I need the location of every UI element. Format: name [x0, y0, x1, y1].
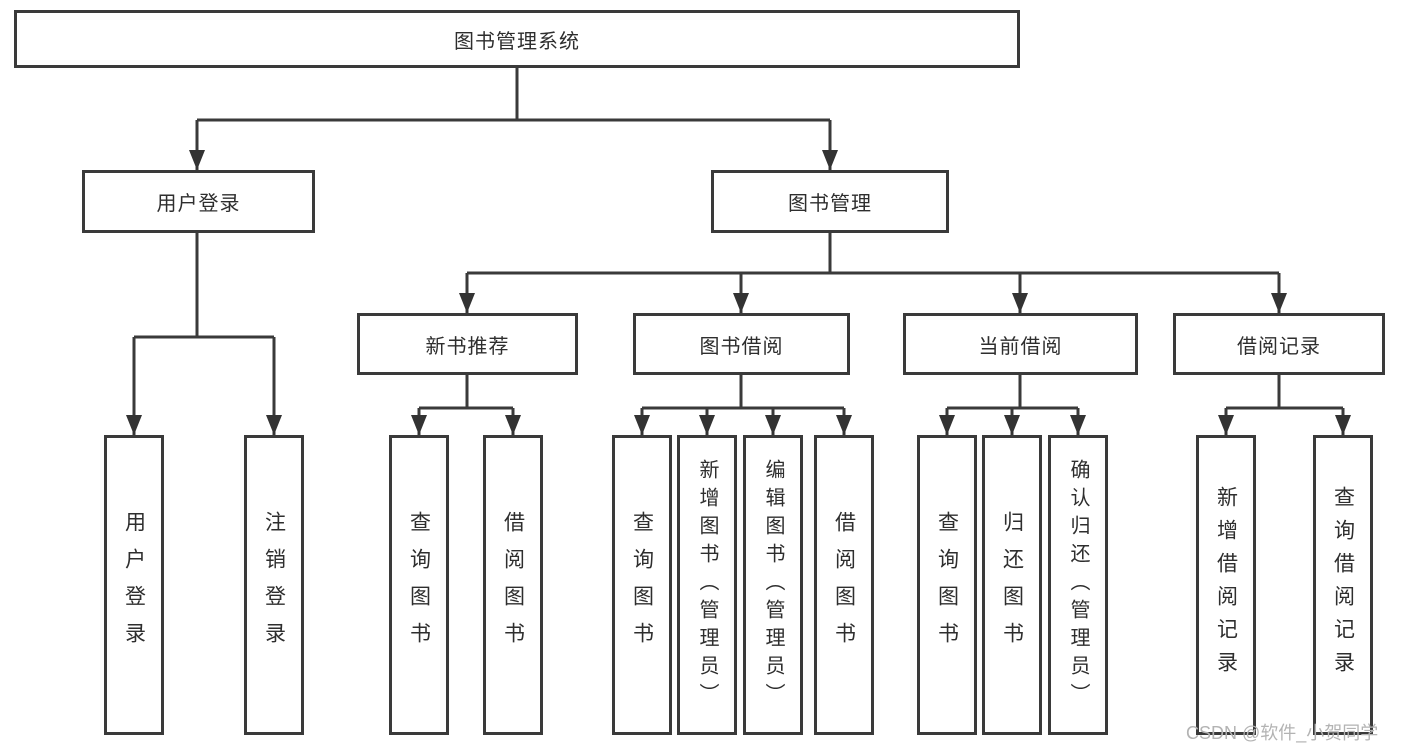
node-borrowing-records: 借阅记录: [1173, 313, 1385, 375]
leaf-query-books: 查询图书: [917, 435, 977, 735]
node-label: 图书借阅: [699, 335, 784, 358]
leaf-label: 借阅图书: [501, 511, 525, 659]
leaf-label: 新增借阅记录: [1214, 486, 1238, 684]
csdn-watermark: CSDN @软件_小贺同学: [1186, 723, 1379, 743]
node-label: 图书管理: [788, 193, 872, 215]
connector-borrow-records-children: [1218, 375, 1351, 435]
leaf-query-books: 查询图书: [612, 435, 672, 735]
leaf-borrow-books: 借阅图书: [483, 435, 543, 735]
leaf-edit-books-admin: 编辑图书（管理员）: [743, 435, 803, 735]
leaf-query-books: 查询图书: [389, 435, 449, 735]
leaf-label: 查询图书: [935, 511, 959, 659]
leaf-label: 用户登录: [122, 511, 146, 659]
node-label: 当前借阅: [978, 335, 1063, 358]
node-new-book-recommend: 新书推荐: [357, 313, 578, 375]
connector-user-login-children: [126, 233, 282, 435]
node-label: 借阅记录: [1237, 335, 1321, 358]
node-label: 用户登录: [156, 193, 241, 215]
leaf-label: 查询借阅记录: [1331, 486, 1355, 684]
leaf-confirm-return-admin: 确认归还（管理员）: [1048, 435, 1108, 735]
node-root-system: 图书管理系统: [14, 10, 1020, 68]
connector-new-book-rec-children: [411, 375, 521, 435]
node-book-borrowing: 图书借阅: [633, 313, 850, 375]
leaf-label: 归还图书: [1000, 511, 1024, 659]
leaf-label: 编辑图书（管理员）: [762, 459, 784, 711]
connector-book-borrow-children: [634, 375, 852, 435]
node-current-borrowing: 当前借阅: [903, 313, 1138, 375]
leaf-label: 新增图书（管理员）: [696, 459, 718, 711]
node-label: 新书推荐: [425, 335, 510, 358]
leaf-label: 确认归还（管理员）: [1067, 459, 1089, 711]
node-label: 图书管理系统: [454, 30, 580, 53]
leaf-borrow-books: 借阅图书: [814, 435, 874, 735]
connector-book-mgmt-sections: [459, 233, 1287, 313]
leaf-label: 注销登录: [262, 511, 286, 659]
node-user-login-branch: 用户登录: [82, 170, 315, 233]
leaf-query-borrow-record: 查询借阅记录: [1313, 435, 1373, 735]
connector-current-borrow-children: [939, 375, 1086, 435]
leaf-label: 查询图书: [630, 511, 654, 659]
connector-root-to-level2: [189, 68, 838, 170]
leaf-label: 借阅图书: [832, 511, 856, 659]
leaf-return-books: 归还图书: [982, 435, 1042, 735]
leaf-logout: 注销登录: [244, 435, 304, 735]
leaf-add-borrow-record: 新增借阅记录: [1196, 435, 1256, 735]
leaf-label: 查询图书: [407, 511, 431, 659]
leaf-user-login: 用户登录: [104, 435, 164, 735]
node-book-management-branch: 图书管理: [711, 170, 949, 233]
leaf-add-books-admin: 新增图书（管理员）: [677, 435, 737, 735]
